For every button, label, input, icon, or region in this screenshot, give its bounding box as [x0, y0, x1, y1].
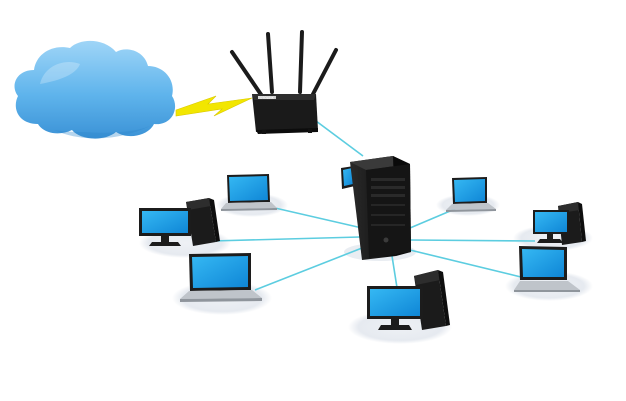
- laptop-icon: [180, 253, 262, 302]
- desktop-computer-icon: [139, 198, 220, 246]
- laptop-icon: [446, 177, 496, 212]
- laptop-icon: [221, 174, 277, 211]
- lightning-bolt-icon: [175, 95, 253, 117]
- cable-laptop-bottom-left: [254, 247, 363, 291]
- tower-server-icon: [350, 156, 411, 260]
- router-antenna: [230, 50, 264, 98]
- cable-desktop-left: [211, 236, 361, 242]
- cloud-icon: [14, 40, 176, 139]
- desktop-computer-icon: [367, 270, 450, 330]
- cable-laptop-top-left: [261, 204, 363, 229]
- desktop-computer-icon: [533, 202, 586, 245]
- router-antenna: [266, 32, 274, 94]
- wireless-router-icon: TOTOLINK: [230, 30, 338, 134]
- router-brand-text: TOTOLINK: [258, 96, 275, 100]
- router-antenna: [310, 48, 338, 98]
- laptop-icon: [514, 246, 580, 292]
- cable-laptop-bottom-right: [409, 249, 526, 279]
- router-antenna: [298, 30, 304, 94]
- cable-router-server: [311, 117, 364, 157]
- cable-desktop-right: [409, 239, 536, 242]
